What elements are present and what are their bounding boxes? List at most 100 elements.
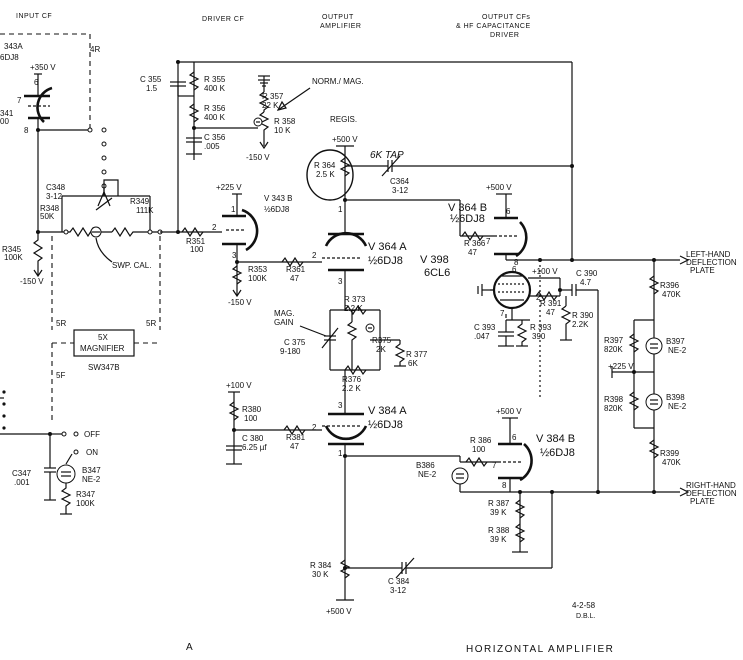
label-r399-value: 470K <box>662 458 681 467</box>
label-c348: C348 <box>46 183 66 192</box>
label-r341: 341 <box>0 109 14 118</box>
label-norm-mag-line2: REGIS. <box>330 115 357 124</box>
label-b397-type: NE-2 <box>668 346 687 355</box>
label-c393-value: .047 <box>474 332 490 341</box>
label-r366: R 366 <box>464 239 486 248</box>
label-c390: C 390 <box>576 269 598 278</box>
label-r357: R 357 <box>262 92 284 101</box>
diagram-title: HORIZONTAL AMPLIFIER <box>466 644 614 655</box>
label-r373-value: 2.2 K <box>344 304 363 313</box>
tube-v364b <box>494 216 528 258</box>
label-v343b-pin3: 3 <box>232 251 237 260</box>
label-r377-value: 6K <box>408 359 418 368</box>
label-right-deflection-3: PLATE <box>690 497 715 506</box>
label-v384a-pin3: 3 <box>338 401 343 410</box>
label-b397: B397 <box>666 337 685 346</box>
label-r397: R397 <box>604 336 624 345</box>
tube-v398 <box>492 270 532 310</box>
label-date: 4-2-58 <box>572 601 596 610</box>
label-b347: B347 <box>82 466 101 475</box>
label-v398-type: 6CL6 <box>424 267 450 279</box>
label-norm-mag-line1: NORM./ MAG. <box>312 77 364 86</box>
label-c347: C347 <box>12 469 32 478</box>
label-v343a-pin6: 6 <box>34 78 39 87</box>
label-v343b-plus225: +225 V <box>216 183 242 192</box>
label-5f: 5F <box>56 371 65 380</box>
label-v343b-type: ½6DJ8 <box>264 205 290 214</box>
label-r358-value: 10 K <box>274 126 291 135</box>
label-v364b: V 364 B <box>448 202 487 214</box>
label-minus150-left: -150 V <box>20 277 44 286</box>
label-v343a-type: 6DJ8 <box>0 53 19 62</box>
label-v384b-pin7: 7 <box>492 461 497 470</box>
label-c364-top-value: 3-12 <box>392 186 409 195</box>
label-r376-value: 2.2 K <box>342 384 361 393</box>
label-minus150-r358: -150 V <box>246 153 270 162</box>
label-plus500-v364b: +500 V <box>486 183 512 192</box>
label-v364b-pin6: 6 <box>506 207 511 216</box>
label-sw347b: SW347B <box>88 363 120 372</box>
label-r355: R 355 <box>204 75 226 84</box>
label-r347: R347 <box>76 490 96 499</box>
neon-b386 <box>451 467 469 485</box>
neon-b398 <box>645 393 663 411</box>
label-r361-value: 47 <box>290 274 299 283</box>
label-r381: R381 <box>286 433 306 442</box>
label-swp-cal: SWP. CAL. <box>112 261 151 270</box>
label-r353-value: 100K <box>248 274 267 283</box>
label-r391-value: 47 <box>546 308 555 317</box>
label-v343a-tube: 343A <box>4 42 23 51</box>
label-b398: B398 <box>666 393 685 402</box>
label-c347-value: .001 <box>14 478 30 487</box>
label-v343a-plus350: +350 V <box>30 63 56 72</box>
label-mag-gain-line2: GAIN <box>274 318 294 327</box>
label-c390-value: 4.7 <box>580 278 592 287</box>
neon-b347 <box>56 464 76 484</box>
label-right-deflection-1: RIGHT-HAND <box>686 481 736 490</box>
label-c384-value: 3-12 <box>390 586 407 595</box>
label-r391: R 391 <box>540 299 562 308</box>
label-v384a: V 384 A <box>368 405 407 417</box>
label-left-deflection-3: PLATE <box>690 266 715 275</box>
label-v364a: V 364 A <box>368 241 407 253</box>
label-c384: C 384 <box>388 577 410 586</box>
label-v364b-pin8: 8 <box>514 258 519 267</box>
label-r380-value: 100 <box>244 414 258 423</box>
label-v343a-pin7: 7 <box>17 96 22 105</box>
label-r386: R 386 <box>470 436 492 445</box>
label-v364a-pin2: 2 <box>312 251 317 260</box>
label-r397-value: 820K <box>604 345 623 354</box>
label-r351-value: 100 <box>190 245 204 254</box>
label-v384b-pin6: 6 <box>512 433 517 442</box>
label-b386: B386 <box>416 461 435 470</box>
label-r387-value: 39 K <box>490 508 507 517</box>
label-v343a-pin8: 8 <box>24 126 29 135</box>
label-r348: R348 <box>40 204 60 213</box>
label-v384a-pin1: 1 <box>338 449 343 458</box>
label-plus100-left: +100 V <box>226 381 252 390</box>
tube-v384b <box>498 442 533 482</box>
label-sheet-a: A <box>186 642 194 653</box>
label-switch-on: ON <box>86 448 98 457</box>
label-v398-pin7: 7 <box>500 309 505 318</box>
label-v384a-pin2: 2 <box>312 423 317 432</box>
label-b386-type: NE-2 <box>418 470 437 479</box>
header-output-cfs-line2: & HF CAPACITANCE <box>456 23 531 30</box>
label-r345-value: 100K <box>4 253 23 262</box>
label-c356-value: .005 <box>204 142 220 151</box>
label-handwritten-6k-tap: 6K TAP <box>370 150 404 161</box>
label-v384b: V 384 B <box>536 433 575 445</box>
magnifier-switch-box <box>73 329 135 357</box>
tube-v384a <box>322 412 368 446</box>
neon-b397 <box>645 337 663 355</box>
header-output-line1: OUTPUT <box>322 14 354 21</box>
label-r375-value: 2K <box>376 345 386 354</box>
label-r361: R361 <box>286 265 306 274</box>
label-r390: R 390 <box>572 311 594 320</box>
label-v343b-pin1: 1 <box>231 205 236 214</box>
label-c393: C 393 <box>474 323 496 332</box>
label-r353: R353 <box>248 265 268 274</box>
label-r388-value: 39 K <box>490 535 507 544</box>
label-v398: V 398 <box>420 254 449 266</box>
label-c348-value: 3-12 <box>46 192 63 201</box>
